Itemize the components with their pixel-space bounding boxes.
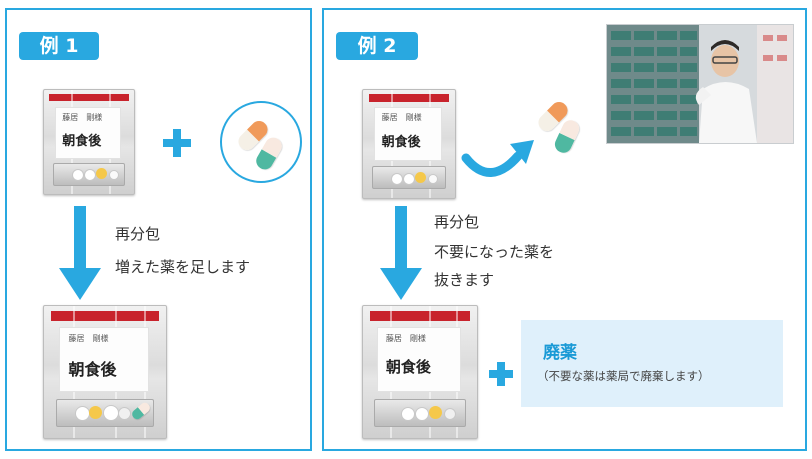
pill-window: [53, 162, 125, 186]
down-arrow-icon: [380, 206, 422, 300]
pill-window: [56, 399, 154, 428]
medicine-bag: 藤居 剛様 朝食後: [43, 89, 135, 195]
meal-timing: 朝食後: [381, 135, 421, 151]
repackaged-medicine-bag: 藤居 剛様 朝食後: [362, 305, 478, 439]
curved-arrow-icon: [461, 140, 534, 177]
disposal-box: 廃薬 （不要な薬は薬局で廃棄します）: [521, 320, 783, 407]
meal-timing: 朝食後: [62, 133, 102, 149]
down-arrow-icon: [59, 206, 101, 300]
example-1-badge: 例 1: [19, 32, 99, 60]
instruction-line: 抜きます: [434, 271, 495, 289]
plus-icon: [163, 129, 191, 157]
meal-timing: 朝食後: [68, 359, 117, 379]
patient-name: 藤居 剛様: [381, 113, 422, 123]
repackaged-medicine-bag: 藤居 剛様 朝食後: [43, 305, 167, 439]
instruction-line: 再分包: [115, 225, 161, 243]
instruction-line: 増えた薬を足します: [115, 258, 251, 276]
pill-window: [374, 399, 466, 428]
added-medicine-circle: [220, 101, 302, 183]
meal-timing: 朝食後: [385, 357, 431, 376]
example-2-badge: 例 2: [336, 32, 418, 60]
pharmacist-photo: [606, 24, 794, 144]
patient-name: 藤居 剛様: [62, 112, 103, 122]
patient-name: 藤居 剛様: [385, 334, 426, 344]
medicine-bag: 藤居 剛様 朝食後: [362, 89, 456, 199]
disposal-title: 廃薬: [543, 343, 577, 363]
instruction-line: 再分包: [434, 213, 480, 231]
instruction-line: 不要になった薬を: [434, 243, 555, 261]
patient-name: 藤居 剛様: [68, 334, 109, 344]
disposal-note: （不要な薬は薬局で廃棄します）: [537, 369, 710, 383]
plus-icon: [489, 362, 513, 386]
pill-window: [372, 165, 446, 190]
example-1-panel: 例 1 藤居 剛様 朝食後 再分包 増えた薬を足しま: [5, 8, 312, 451]
